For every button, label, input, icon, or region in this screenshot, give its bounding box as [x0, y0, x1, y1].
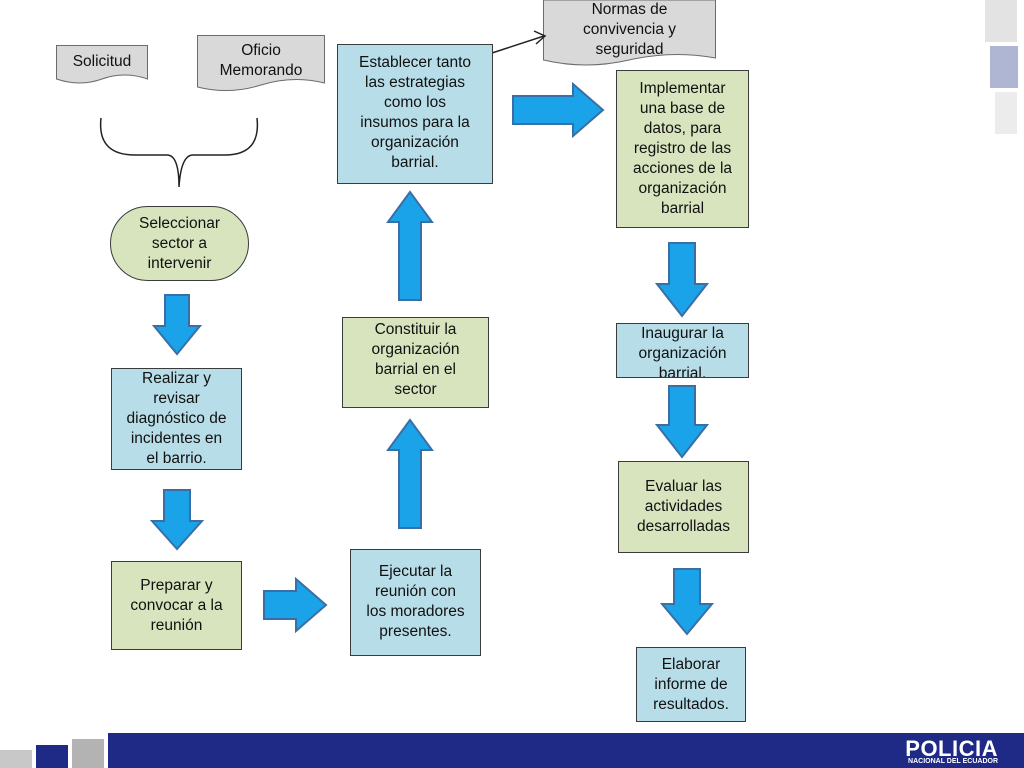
decor-square-4 [0, 750, 32, 768]
step-implementar-base-datos: Implementar una base de datos, para regi… [616, 70, 749, 228]
document-normas: Normas de convivencia y seguridad [543, 0, 716, 70]
brace-connector [99, 117, 259, 188]
decor-square-2 [990, 46, 1018, 88]
arrow-up-1 [386, 418, 434, 529]
step-seleccionar-sector: Seleccionar sector a intervenir [110, 206, 249, 281]
document-solicitud-label: Solicitud [72, 53, 132, 70]
step-preparar-convocar: Preparar y convocar a la reunión [111, 561, 242, 650]
document-normas-label: Normas de convivencia y seguridad [582, 1, 677, 58]
step-inaugurar-organizacion: Inaugurar la organización barrial. [616, 323, 749, 378]
arrow-down-5 [660, 568, 714, 636]
arrow-down-1 [152, 294, 202, 356]
connector-arrow-to-normas [491, 30, 547, 54]
decor-square-1 [985, 0, 1017, 42]
document-solicitud: Solicitud [56, 45, 148, 87]
document-oficio-label: Oficio Memorando [219, 42, 303, 79]
arrow-down-3 [655, 242, 709, 318]
step-elaborar-informe: Elaborar informe de resultados. [636, 647, 746, 722]
step-constituir-organizacion: Constituir la organización barrial en el… [342, 317, 489, 408]
decor-square-6 [72, 739, 104, 768]
step-realizar-diagnostico: Realizar y revisar diagnóstico de incide… [111, 368, 242, 470]
document-oficio-memorando: Oficio Memorando [197, 35, 325, 97]
footer-logo-title: POLICIA [905, 736, 998, 761]
step-establecer-estrategias: Establecer tanto las estrategias como lo… [337, 44, 493, 184]
arrow-right-1 [263, 577, 328, 633]
decor-square-3 [995, 92, 1017, 134]
footer-logo-subtitle: NACIONAL DEL ECUADOR [908, 758, 998, 765]
decor-square-5 [36, 745, 68, 768]
step-evaluar-actividades: Evaluar las actividades desarrolladas [618, 461, 749, 553]
arrow-down-4 [655, 385, 709, 459]
step-ejecutar-reunion: Ejecutar la reunión con los moradores pr… [350, 549, 481, 656]
arrow-down-2 [150, 489, 204, 551]
arrow-up-2 [386, 190, 434, 301]
arrow-right-2 [512, 82, 605, 138]
footer-bar [108, 733, 1024, 768]
